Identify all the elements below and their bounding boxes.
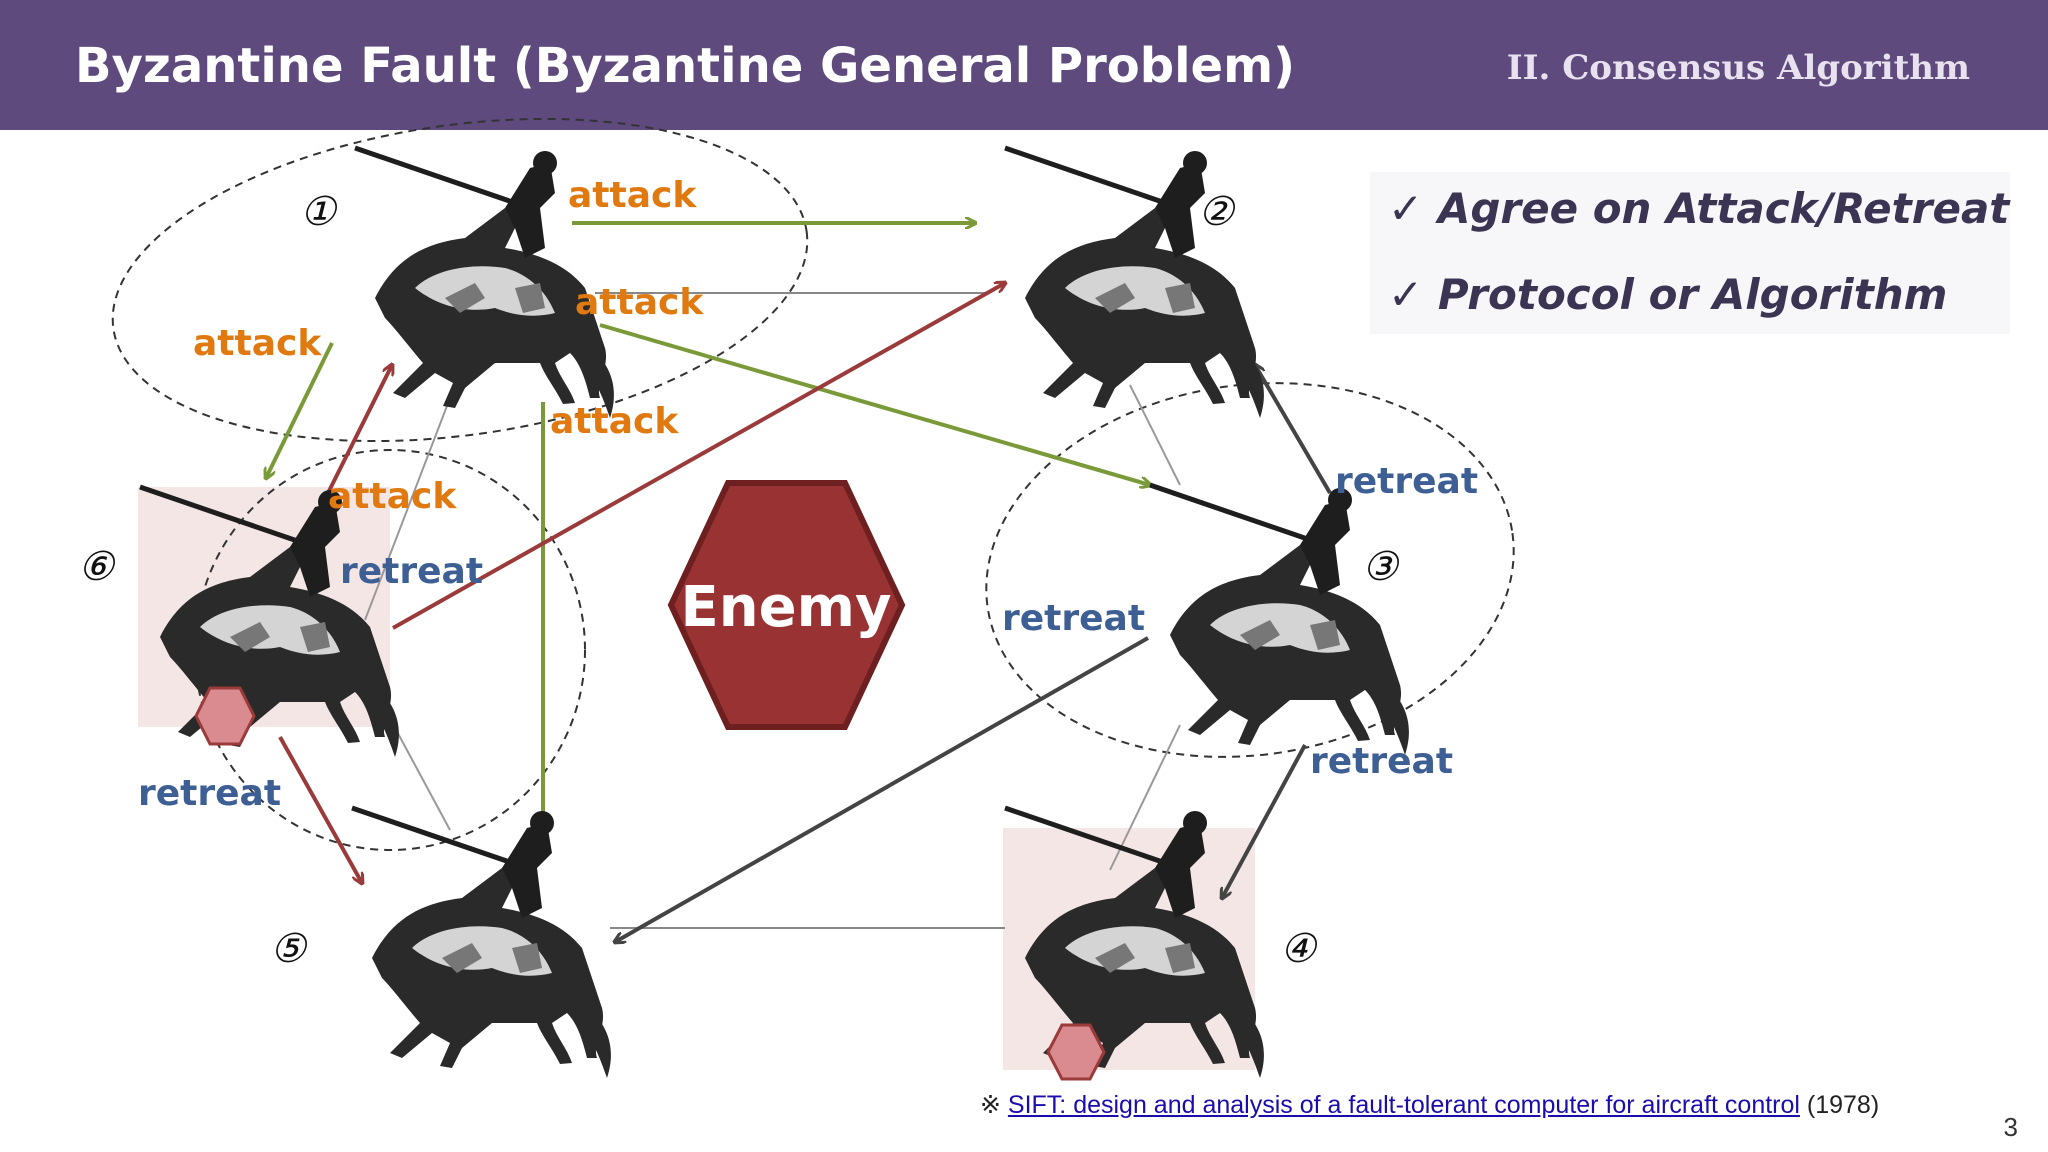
- arrow-3-to-2: [1255, 365, 1332, 495]
- general-number-3: ③: [1362, 544, 1400, 590]
- arrow-3-to-4: [1222, 744, 1307, 898]
- page-number: 3: [2003, 1112, 2018, 1142]
- general-number-4: ④: [1280, 926, 1318, 972]
- group-ellipse-3: [985, 382, 1515, 758]
- arrow-6-to-5: [278, 736, 362, 883]
- arrow-1-to-6: [266, 342, 334, 478]
- message-label: attack: [575, 282, 704, 323]
- message-label: attack: [193, 323, 322, 364]
- arrow-6-to-2: [392, 283, 1005, 630]
- slide-header: Byzantine Fault (Byzantine General Probl…: [0, 0, 2048, 130]
- message-label: attack: [568, 175, 697, 216]
- arrow-3-to-5: [615, 636, 1149, 942]
- group-ellipse-1: [111, 117, 809, 443]
- message-label: retreat: [340, 551, 483, 592]
- arrow-6-to-1: [320, 365, 392, 506]
- general-number-5: ⑤: [270, 926, 308, 972]
- general-number-6: ⑥: [78, 544, 116, 590]
- general-number-2: ②: [1198, 189, 1236, 235]
- arrow-1-to-3: [599, 323, 1150, 485]
- footnote: ※ SIFT: design and analysis of a fault-t…: [980, 1090, 1879, 1120]
- message-label: retreat: [1002, 598, 1145, 639]
- requirements-box: ✓ Agree on Attack/Retreat ✓ Protocol or …: [1370, 172, 2010, 334]
- slide-title: Byzantine Fault (Byzantine General Probl…: [75, 38, 1296, 94]
- message-label: retreat: [1335, 461, 1478, 502]
- message-label: attack: [328, 476, 457, 517]
- requirement-item: ✓ Agree on Attack/Retreat: [1388, 184, 2010, 233]
- enemy-hexagon-icon: [667, 480, 906, 730]
- traitor-hexagon-icon-4: [1046, 1023, 1106, 1081]
- link-2-3: [1129, 384, 1181, 486]
- requirement-item: ✓ Protocol or Algorithm: [1388, 270, 1948, 319]
- link-1-6: [364, 384, 456, 621]
- footnote-mark: ※: [980, 1091, 1001, 1119]
- traitor-hexagon-icon-6: [194, 686, 256, 746]
- message-label: retreat: [138, 773, 281, 814]
- message-label: retreat: [1310, 741, 1453, 782]
- enemy-label: Enemy: [681, 575, 892, 640]
- reference-link[interactable]: SIFT: design and analysis of a fault-tol…: [1007, 1091, 1800, 1119]
- reference-year: (1978): [1799, 1091, 1880, 1119]
- message-label: attack: [550, 401, 679, 442]
- knight-general-5: [352, 808, 611, 1078]
- section-title: II. Consensus Algorithm: [1506, 48, 1970, 88]
- knight-general-3: [1150, 485, 1409, 755]
- general-number-1: ①: [300, 189, 338, 235]
